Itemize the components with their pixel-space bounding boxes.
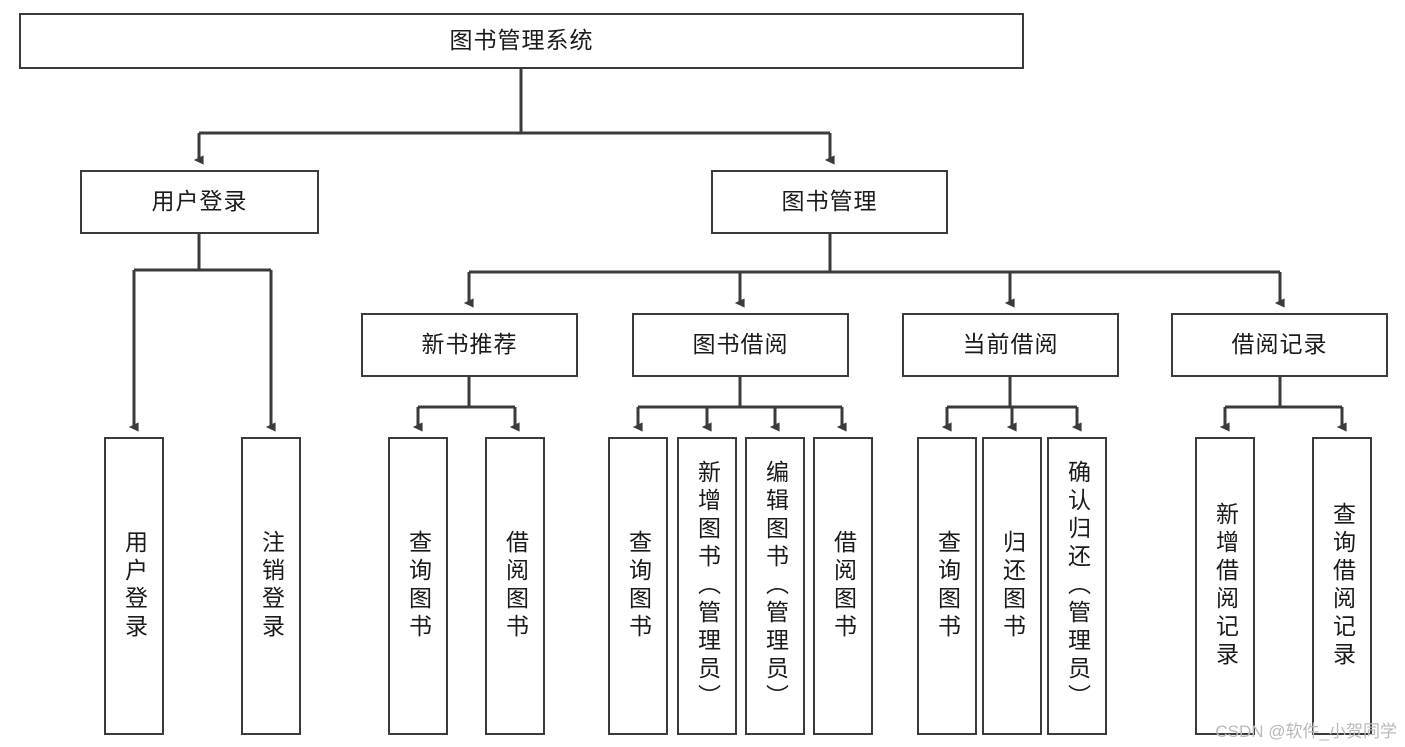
- node-book-borrow-label: 图书借阅: [692, 331, 789, 358]
- node-book-borrow[interactable]: 图书借阅: [632, 313, 849, 377]
- node-leaf-query-book-2-label: 查询图书: [625, 530, 652, 642]
- node-leaf-user-login[interactable]: 用户登录: [104, 437, 164, 735]
- node-leaf-logout-label: 注销登录: [258, 530, 285, 642]
- node-current-borrow[interactable]: 当前借阅: [902, 313, 1119, 377]
- node-leaf-query-book-3-label: 查询图书: [934, 530, 961, 642]
- node-book-management-label: 图书管理: [781, 188, 878, 215]
- csdn-watermark: CSDN @软件_小贺同学: [1215, 722, 1397, 741]
- node-leaf-borrow-book-1-label: 借阅图书: [502, 530, 529, 642]
- node-leaf-borrow-book-1[interactable]: 借阅图书: [485, 437, 545, 735]
- node-borrow-records[interactable]: 借阅记录: [1171, 313, 1388, 377]
- node-root[interactable]: 图书管理系统: [19, 13, 1024, 69]
- node-user-login-label: 用户登录: [151, 188, 248, 215]
- node-root-label: 图书管理系统: [449, 27, 594, 54]
- node-leaf-add-record-label: 新增借阅记录: [1212, 502, 1239, 670]
- node-book-management[interactable]: 图书管理: [711, 170, 948, 234]
- node-leaf-add-book-label: 新增图书（管理员）: [694, 460, 721, 712]
- node-leaf-edit-book[interactable]: 编辑图书（管理员）: [745, 437, 805, 735]
- node-leaf-confirm-return-label: 确认归还（管理员）: [1064, 460, 1091, 712]
- node-leaf-query-book-2[interactable]: 查询图书: [608, 437, 668, 735]
- node-leaf-return-book-label: 归还图书: [999, 530, 1026, 642]
- node-borrow-records-label: 借阅记录: [1231, 331, 1328, 358]
- node-leaf-edit-book-label: 编辑图书（管理员）: [762, 460, 789, 712]
- node-leaf-confirm-return[interactable]: 确认归还（管理员）: [1047, 437, 1107, 735]
- node-new-book-recommend[interactable]: 新书推荐: [361, 313, 578, 377]
- node-leaf-query-book-3[interactable]: 查询图书: [917, 437, 977, 735]
- node-new-book-recommend-label: 新书推荐: [421, 331, 518, 358]
- node-leaf-query-record-label: 查询借阅记录: [1329, 502, 1356, 670]
- node-leaf-add-record[interactable]: 新增借阅记录: [1195, 437, 1255, 735]
- node-leaf-logout[interactable]: 注销登录: [241, 437, 301, 735]
- node-leaf-query-book-1[interactable]: 查询图书: [388, 437, 448, 735]
- node-user-login[interactable]: 用户登录: [80, 170, 319, 234]
- node-current-borrow-label: 当前借阅: [962, 331, 1059, 358]
- node-leaf-query-record[interactable]: 查询借阅记录: [1312, 437, 1372, 735]
- node-leaf-borrow-book-2-label: 借阅图书: [830, 530, 857, 642]
- node-leaf-query-book-1-label: 查询图书: [405, 530, 432, 642]
- node-leaf-user-login-label: 用户登录: [121, 530, 148, 642]
- node-leaf-borrow-book-2[interactable]: 借阅图书: [813, 437, 873, 735]
- node-leaf-return-book[interactable]: 归还图书: [982, 437, 1042, 735]
- node-leaf-add-book[interactable]: 新增图书（管理员）: [677, 437, 737, 735]
